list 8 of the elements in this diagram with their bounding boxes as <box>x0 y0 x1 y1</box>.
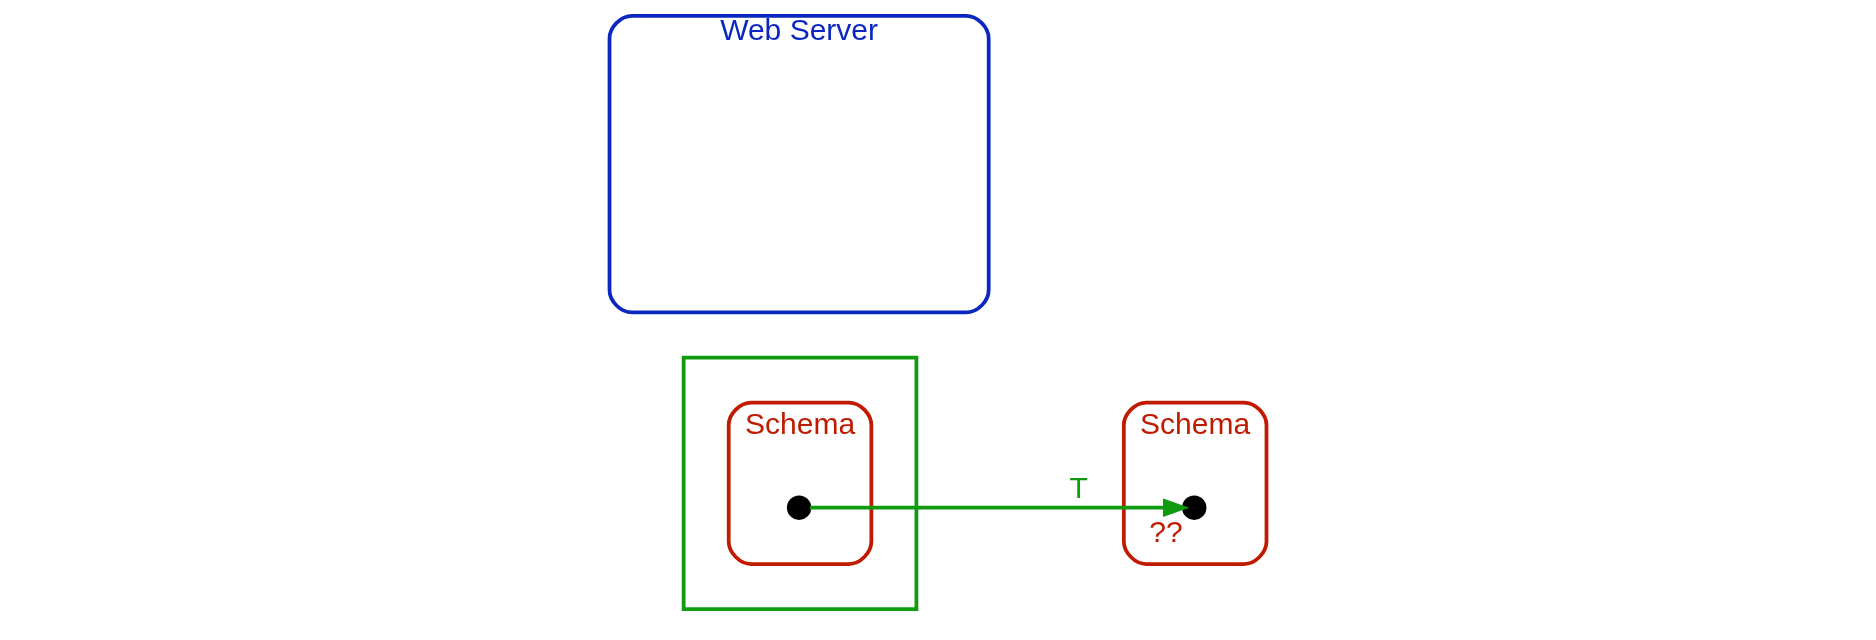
cluster: Schema <box>726 400 874 566</box>
arrow <box>809 498 1190 517</box>
node-label: ?? <box>1149 515 1183 549</box>
node-box: Web Server <box>607 14 991 315</box>
node-circle <box>1182 495 1207 520</box>
node-circle <box>786 495 812 520</box>
cluster <box>681 355 919 611</box>
edge-label: T <box>1069 470 1088 504</box>
